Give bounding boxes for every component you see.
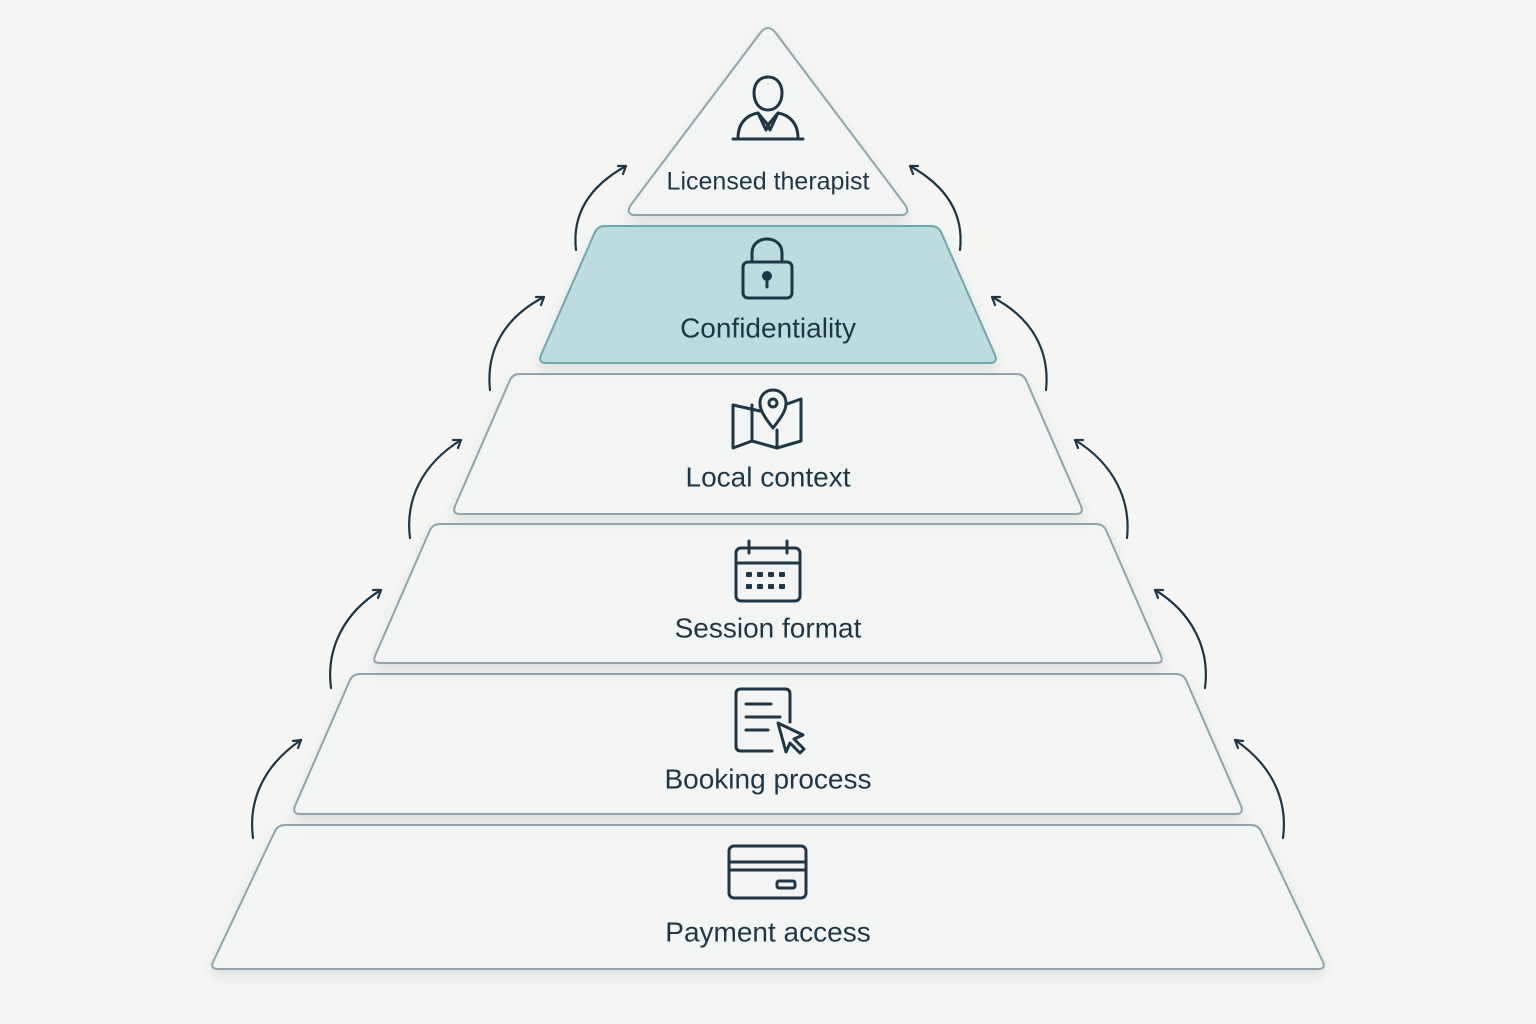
layer-shape [627, 27, 909, 216]
lock-icon [741, 237, 794, 300]
left-arrows [251, 164, 628, 840]
arrow-up-icon [990, 295, 1048, 392]
layer-shape [373, 523, 1163, 664]
layer-label: Payment access [665, 916, 870, 947]
pyramid-layer-confidentiality: Confidentiality [539, 225, 997, 364]
document-cursor-icon [734, 687, 806, 755]
pyramid-layer-licensed-therapist: Licensed therapist [627, 27, 909, 216]
arrow-up-icon [251, 738, 303, 840]
layer-shape [539, 225, 997, 364]
pyramid-layer-booking-process: Booking process [293, 673, 1243, 815]
calendar-grid [746, 572, 785, 589]
arrow-up-icon [1073, 438, 1129, 540]
layer-shape [293, 673, 1243, 815]
layer-label: Session format [675, 612, 862, 643]
arrow-up-icon [329, 588, 383, 690]
layer-label: Confidentiality [680, 312, 856, 343]
right-arrows [908, 164, 1285, 840]
layer-label: Licensed therapist [667, 168, 870, 196]
arrow-up-icon [1153, 588, 1207, 690]
map-pin-icon [731, 388, 803, 450]
pyramid-layer-session-format: Session format [373, 523, 1163, 664]
arrow-up-icon [908, 164, 962, 252]
arrow-up-icon [408, 438, 463, 540]
arrow-up-icon [574, 164, 628, 252]
pyramid-layer-payment-access: Payment access [211, 824, 1325, 970]
person-icon [731, 75, 805, 141]
arrow-up-icon [488, 295, 546, 392]
layer-label: Booking process [664, 763, 871, 794]
pyramid-layer-local-context: Local context [453, 373, 1083, 515]
credit-card-icon [727, 844, 808, 900]
calendar-icon [734, 539, 802, 603]
arrow-up-icon [1233, 738, 1285, 840]
layer-label: Local context [686, 461, 851, 492]
